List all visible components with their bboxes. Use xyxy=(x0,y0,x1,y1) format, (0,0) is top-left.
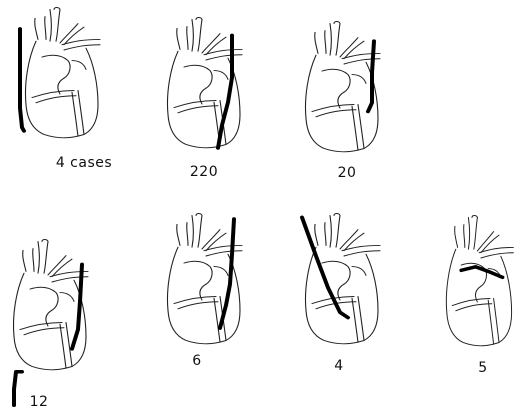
panel-caption-6: 4 xyxy=(334,358,343,374)
heart-panel-2 xyxy=(167,18,242,148)
panel-caption-3: 20 xyxy=(338,165,357,181)
panel-caption-2: 220 xyxy=(190,164,218,180)
heart-panel-5 xyxy=(167,214,242,344)
heart-panel-3 xyxy=(305,22,380,152)
lead-path-1 xyxy=(20,29,24,131)
heart-panel-4 xyxy=(13,240,88,406)
heart-panel-6 xyxy=(302,214,380,344)
panel-caption-7: 5 xyxy=(478,360,487,376)
lead-path-7 xyxy=(461,267,502,278)
lead-path-3 xyxy=(368,41,374,111)
lead-path-4b xyxy=(14,372,22,405)
lead-path-2 xyxy=(218,35,232,148)
panel-caption-4: 12 xyxy=(30,394,49,410)
panel-caption-1: 4 cases xyxy=(56,155,112,171)
heart-panel-7 xyxy=(446,216,513,346)
panel-caption-5: 6 xyxy=(192,353,201,369)
heart-panel-1 xyxy=(20,8,100,138)
